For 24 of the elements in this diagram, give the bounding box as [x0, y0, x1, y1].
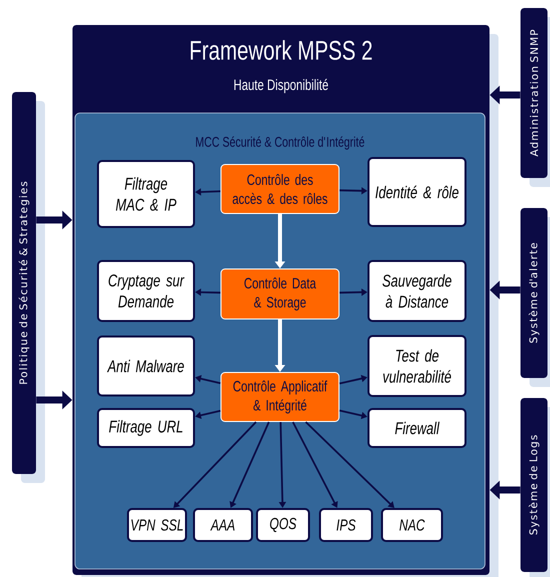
- side-bar: Système de Logs: [520, 398, 548, 572]
- control-box: Contrôle Applicatif & Intégrité: [220, 372, 340, 422]
- side-bar: Politique de Sécurité & Strategies: [12, 92, 36, 474]
- service-box: IPS: [319, 508, 373, 542]
- function-box: Filtrage MAC & IP: [97, 160, 195, 228]
- function-box: Sauvegarde à Distance: [368, 260, 466, 322]
- control-box: Contrôle des accès & des rôles: [220, 164, 340, 214]
- function-box: Firewall: [368, 408, 466, 448]
- service-box: AAA: [193, 508, 253, 542]
- function-box: Test de vulnerabilité: [368, 335, 466, 397]
- panel-subtitle: Haute Disponibilité: [234, 78, 328, 94]
- function-box: Cryptage sur Demande: [97, 260, 195, 322]
- control-box: Contrôle Data & Storage: [220, 268, 340, 320]
- side-bar: Administration SNMP: [520, 8, 548, 178]
- panel-title: MCC Sécurité & Contrôle d'Intégrité: [196, 136, 364, 150]
- function-box: Identité & rôle: [368, 157, 466, 227]
- function-box: Filtrage URL: [97, 408, 195, 448]
- service-box: QOS: [256, 508, 310, 542]
- panel-title: Framework MPSS 2: [190, 40, 372, 60]
- function-box: Anti Malware: [97, 336, 195, 396]
- arrow: [305, 421, 394, 508]
- service-box: NAC: [381, 508, 443, 542]
- side-bar: Système d'alerte: [520, 208, 548, 378]
- service-box: VPN SSL: [127, 508, 187, 542]
